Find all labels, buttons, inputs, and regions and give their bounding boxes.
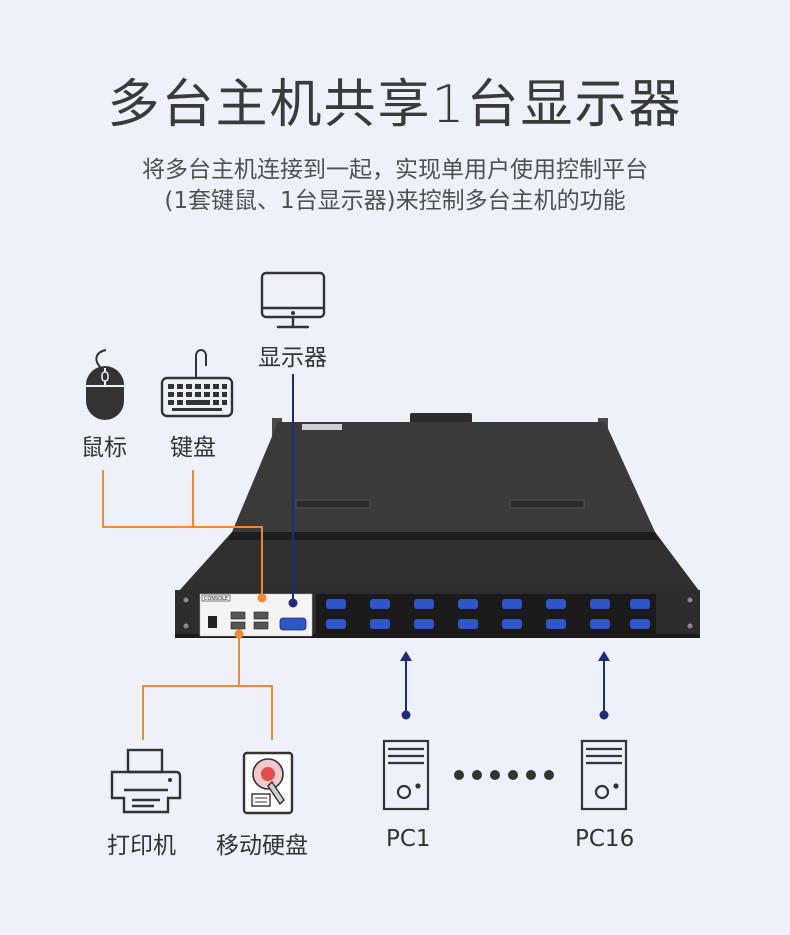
- mouse-keyboard-connector: [102, 470, 263, 596]
- kvm-device: CONSOLE: [175, 413, 700, 638]
- pc1-tower-icon: [382, 739, 430, 811]
- console-label: CONSOLE: [204, 596, 228, 602]
- pc-port-row-bottom: [326, 619, 650, 629]
- keyboard-label: 键盘: [170, 435, 216, 461]
- keyboard-icon: [160, 349, 234, 418]
- subtitle-line-2: (1套键鼠、1台显示器)来控制多台主机的功能: [164, 188, 626, 214]
- pc-port-row-top: [326, 599, 650, 609]
- pc16-connector: [598, 651, 610, 720]
- mouse-label: 鼠标: [81, 435, 127, 461]
- mouse-icon: [86, 349, 124, 420]
- printer-label: 打印机: [107, 833, 176, 859]
- pc16-tower-icon: [580, 739, 628, 811]
- page-title: 多台主机共享1台显示器: [107, 75, 683, 135]
- pc16-label: PC16: [575, 826, 635, 852]
- hard-drive-label: 移动硬盘: [216, 833, 308, 859]
- monitor-label: 显示器: [258, 345, 327, 371]
- monitor-icon: [260, 271, 326, 329]
- usb-devices-connector: [142, 634, 273, 740]
- subtitle-line-1: 将多台主机连接到一起，实现单用户使用控制平台: [142, 157, 648, 183]
- hard-drive-icon: [242, 751, 294, 815]
- printer-icon: [110, 748, 182, 814]
- ellipsis-dots: [454, 770, 554, 780]
- pc1-label: PC1: [386, 826, 431, 852]
- pc1-connector: [400, 651, 412, 720]
